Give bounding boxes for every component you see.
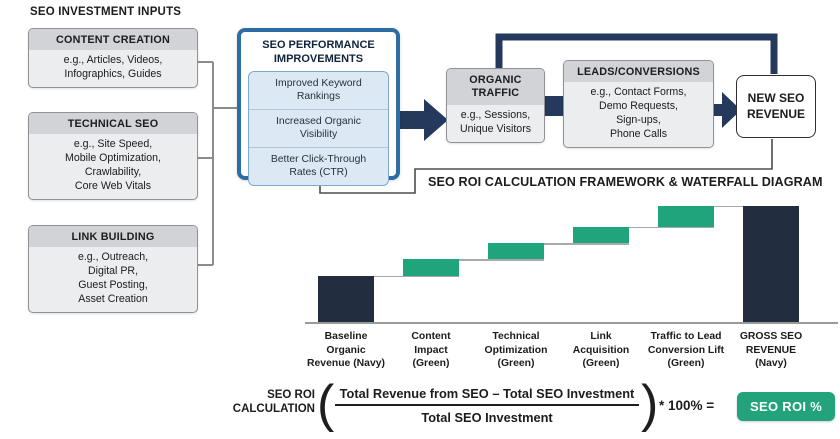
waterfall-baseline-axis bbox=[305, 322, 838, 324]
arrow-right-icon bbox=[400, 99, 448, 141]
leads-conversions-box: LEADS/CONVERSIONS e.g., Contact Forms, D… bbox=[563, 60, 714, 148]
inputs-heading: SEO INVESTMENT INPUTS bbox=[30, 6, 182, 18]
organic-traffic-box: ORGANIC TRAFFIC e.g., Sessions, Unique V… bbox=[446, 68, 545, 143]
new-seo-revenue-box: NEW SEO REVENUE bbox=[736, 75, 816, 138]
waterfall-label-4: Traffic to Lead Conversion Lift (Green) bbox=[647, 331, 725, 370]
fraction-bar bbox=[335, 404, 639, 406]
close-paren: ) bbox=[641, 375, 659, 433]
content-creation-box: CONTENT CREATION e.g., Articles, Videos,… bbox=[28, 28, 198, 88]
link-building-box: LINK BUILDING e.g., Outreach, Digital PR… bbox=[28, 225, 198, 313]
fraction-numerator: Total Revenue from SEO – Total SEO Inves… bbox=[339, 386, 635, 401]
inputs-connector-lines bbox=[196, 61, 237, 266]
waterfall-label-3: Link Acquisition (Green) bbox=[572, 331, 630, 370]
improvement-item: Increased Organic Visibility bbox=[249, 108, 388, 147]
waterfall-bar-3 bbox=[573, 226, 629, 244]
waterfall-connector-line bbox=[714, 206, 743, 208]
roi-fraction: Total Revenue from SEO – Total SEO Inves… bbox=[335, 386, 639, 425]
leads-body: e.g., Contact Forms, Demo Requests, Sign… bbox=[590, 86, 687, 140]
waterfall-bar-5 bbox=[743, 206, 799, 322]
waterfall-label-0: Baseline Organic Revenue (Navy) bbox=[307, 331, 385, 370]
technical-seo-title: TECHNICAL SEO bbox=[29, 113, 197, 134]
waterfall-section-title: SEO ROI CALCULATION FRAMEWORK & WATERFAL… bbox=[428, 175, 823, 189]
waterfall-connector-line bbox=[544, 243, 629, 245]
waterfall-bar-2 bbox=[488, 243, 544, 260]
content-creation-body: e.g., Articles, Videos, Infographics, Gu… bbox=[63, 54, 163, 80]
improvements-title: SEO PERFORMANCE IMPROVEMENTS bbox=[262, 39, 375, 65]
seo-roi-result-badge: SEO ROI % bbox=[737, 392, 836, 421]
link-building-title: LINK BUILDING bbox=[29, 226, 197, 247]
waterfall-label-5: GROSS SEO REVENUE (Navy) bbox=[739, 331, 803, 370]
technical-seo-body: e.g., Site Speed, Mobile Optimization, C… bbox=[65, 138, 161, 192]
organic-traffic-title: ORGANIC TRAFFIC bbox=[447, 69, 544, 105]
seo-performance-improvements-box: SEO PERFORMANCE IMPROVEMENTS Improved Ke… bbox=[237, 28, 400, 186]
waterfall-connector-line bbox=[629, 226, 714, 229]
content-creation-title: CONTENT CREATION bbox=[29, 29, 197, 50]
waterfall-label-1: Content Impact (Green) bbox=[411, 331, 451, 370]
waterfall-label-2: Technical Optimization (Green) bbox=[484, 331, 548, 370]
improvements-panel: Improved Keyword Rankings Increased Orga… bbox=[248, 70, 389, 186]
open-paren: ( bbox=[317, 375, 335, 433]
link-building-body: e.g., Outreach, Digital PR, Guest Postin… bbox=[77, 251, 149, 305]
improvement-item: Better Click-Through Rates (CTR) bbox=[249, 146, 388, 185]
waterfall-bar-4 bbox=[658, 206, 714, 227]
waterfall-connector-line bbox=[374, 275, 459, 277]
organic-traffic-body: e.g., Sessions, Unique Visitors bbox=[459, 108, 532, 135]
fraction-denominator: Total SEO Investment bbox=[421, 409, 553, 425]
waterfall-connector-line bbox=[459, 259, 544, 261]
technical-seo-box: TECHNICAL SEO e.g., Site Speed, Mobile O… bbox=[28, 112, 198, 200]
waterfall-bar-0 bbox=[318, 275, 374, 322]
formula-multiplier: * 100% = bbox=[659, 398, 715, 413]
formula-label: SEO ROI CALCULATION bbox=[232, 389, 315, 416]
improvement-item: Improved Keyword Rankings bbox=[275, 77, 362, 103]
waterfall-bar-1 bbox=[403, 259, 459, 276]
leads-title: LEADS/CONVERSIONS bbox=[564, 61, 713, 82]
